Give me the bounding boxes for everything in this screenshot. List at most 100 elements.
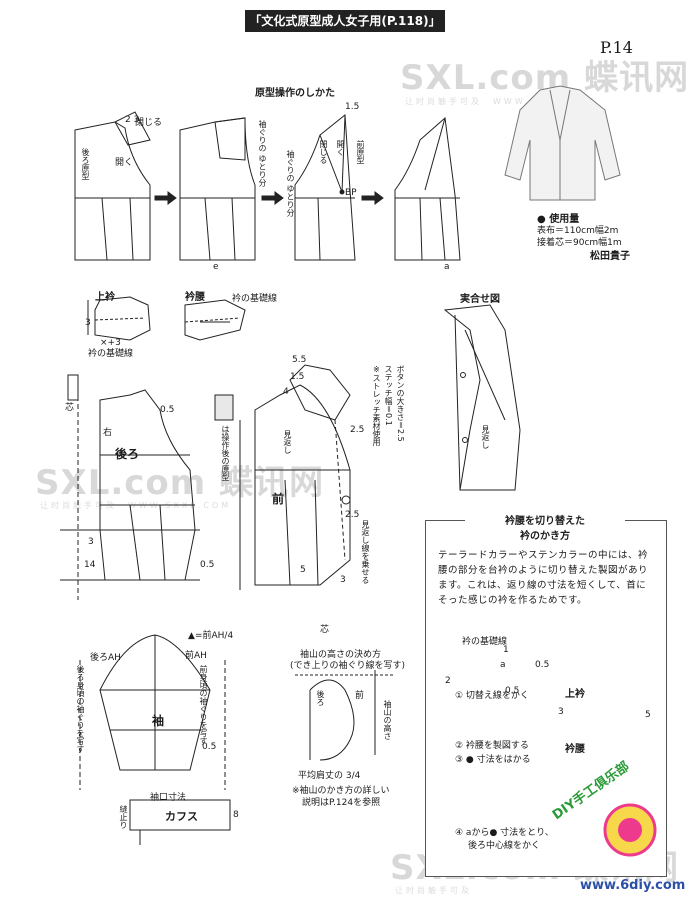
box-num: 5 [645,710,651,720]
sleeve-cap-title: 袖山の高さの決め方 [300,650,382,660]
label-sleeve-cap-height: 袖山の高さ [383,700,392,740]
usage-fabric: 表布＝110cm幅2m [537,226,619,236]
box-num: 0.5 [535,660,550,670]
note-pattern-op: は操作後の原型 [221,425,230,481]
note-button-size: ボタンの大きさ＝2.5 [396,365,405,442]
label-close: 閉じる [135,118,163,128]
watermark-logo: SXL.com 蝶讯网 [400,58,690,98]
label-facing-front: 見返し [283,430,292,454]
label-x3: ×+3 [100,338,121,348]
label-facing: 見返し [481,425,490,449]
label-num: 14 [84,560,96,570]
collar-stand-draft [185,300,245,340]
label-center-front: 芯 [320,625,330,635]
label-collar-stand: 衿腰 [185,292,205,303]
label-num: 0.5 [200,560,215,570]
label-front: 前 [272,492,285,506]
label-num-15: 1.5 [345,102,360,112]
page-number: P.14 [600,38,633,57]
label-front-ah-frac: ▲=前AH/4 [188,631,234,641]
label-sleeve-cap-back: 後ろ [316,690,325,706]
page-header-title: 「文化式原型成人女子用(P.118)」使用 [245,10,445,50]
label-right: 右 [103,428,113,438]
label-bp: BP [345,188,357,198]
label-num: 2.5 [345,510,360,520]
label-num: 0.5 [160,405,175,415]
box-num: 3 [558,707,564,717]
label-avg-shoulder: 平均肩丈の 3/4 [298,771,361,781]
label-sleeve: 袖 [152,714,165,728]
designer-name: 松田貴子 [590,251,630,262]
label-armhole-ease-2: 袖ぐりの ゆとり分 [286,150,295,217]
label-open-2: 開く [336,140,345,156]
sleeve-cap-draft [295,670,395,760]
usage-title: ● 使用量 [537,214,580,225]
label-num: 3 [340,575,346,585]
note-back-armhole: 後ろ身頃の袖ぐりを写す [76,665,85,753]
label-front-ah: 前AH [185,651,207,661]
label-armhole-ease: 袖ぐりの ゆとり分 [258,120,267,187]
label-num-05: 0.5 [202,742,217,752]
label-back-ah: 後ろAH [90,653,121,663]
box-label-upper-collar: 上衿 [565,689,585,700]
usage-interfacing: 接着芯＝90cm幅1m [537,238,622,248]
box-num: 0.5 [505,686,520,696]
label-collar-base-line: 衿の基礎線 [232,294,278,304]
label-num: 2.5 [350,425,365,435]
info-box-body: テーラードカラーやステンカラーの中には、衿腰の部分を台衿のように切り替えた製図が… [438,550,649,606]
label-center-back: 芯 [65,403,75,413]
label-back-block: 後ろ原型 [81,148,90,180]
label-cuff-slit: 縫止り [119,805,128,829]
info-box-title: 衿腰を切り替えた 衿のかき方 [465,512,625,546]
label-a: a [444,262,450,272]
label-3: 3 [85,318,91,328]
box-label-a: a [500,660,506,670]
box-step-4-line2: 後ろ中心線をかく [468,841,541,851]
cuff-draft [130,800,230,845]
box-step-3: ③ ● 寸法をはかる [455,755,531,765]
box-label-base-line: 衿の基礎線 [462,637,508,647]
label-close-2: 閉じる [319,140,328,164]
sleeve-cap-note-2: 説明はP.124を参照 [302,798,381,808]
box-step-1: ① 切替え線をかく [455,691,529,701]
label-num: 1.5 [290,372,305,382]
block-step-4 [395,118,460,260]
assembled-view-drawing [445,305,520,490]
label-collar-base-line-2: 衿の基礎線 [88,349,134,359]
block-step-1 [75,112,150,260]
box-num: 2 [445,676,451,686]
box-step-2: ② 衿腰を製図する [455,741,529,751]
assembled-view-title: 実合せ図 [460,294,500,305]
diy-club-logo [603,803,657,857]
label-open: 開く [115,158,134,168]
front-bodice-draft [215,365,350,590]
sleeve-draft [80,635,225,790]
label-num: 3 [88,537,94,547]
box-label-collar-stand: 衿腰 [565,744,585,755]
label-sleeve-cap-front: 前 [355,691,365,701]
block-step-3 [295,115,355,260]
label-upper-collar: 上衿 [95,292,115,303]
label-num: 5 [300,565,306,575]
sleeve-cap-note-1: ※袖山のかき方の詳しい [292,786,390,796]
label-num-8: 8 [233,810,239,820]
label-back: 後ろ [115,447,140,461]
box-num: 1 [503,645,509,655]
label-cuff-size: 袖口寸法 [150,793,187,803]
diy-club-url: www.6diy.com [580,878,686,893]
sleeve-cap-subtitle: (でき上りの袖ぐり線を写す) [290,661,406,671]
label-e: e [213,262,219,272]
label-num: 5.5 [292,355,307,365]
label-num: 4 [283,387,289,397]
jacket-photo [495,80,630,210]
watermark-subtitle: 让时尚触手可及 [395,886,472,895]
label-num-23: 2 3 [125,115,140,125]
note-stitch-width: ステッチ幅＝0.1 [384,365,393,426]
label-front-block: 前原型 [356,140,365,164]
back-bodice-draft [60,375,200,600]
box-step-4-line1: ④ aから● 寸法をとり、 [455,828,554,838]
block-step-2 [180,118,255,260]
upper-collar-draft [88,297,150,340]
label-facing-line: 見返し線を乗せる [361,520,370,584]
section-title-block-op: 原型操作のしかた [255,88,335,99]
